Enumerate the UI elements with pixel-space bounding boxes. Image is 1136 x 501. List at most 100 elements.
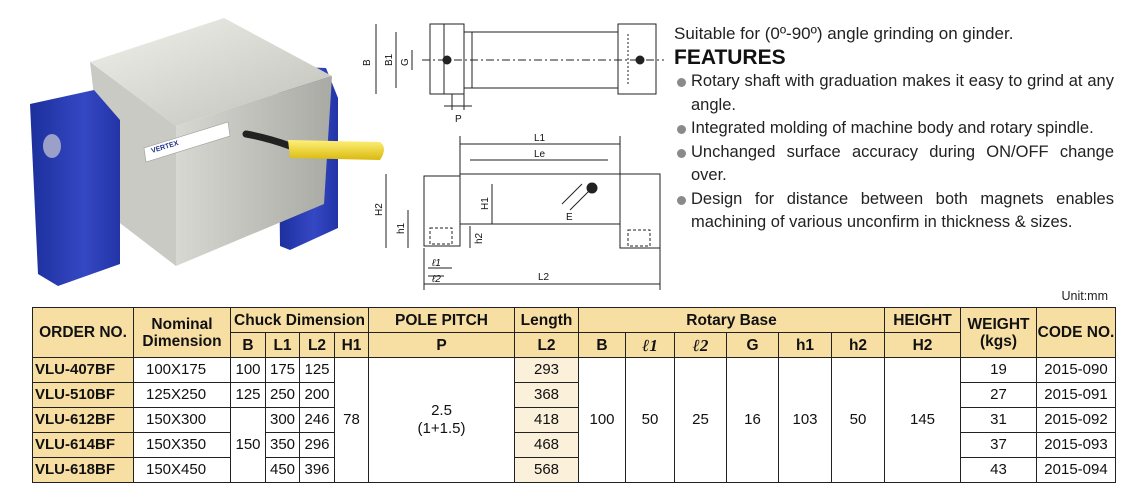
order-no-cell: VLU-407BF: [32, 357, 134, 383]
table-row: VLU-407BF 100X175 100 175 125 78 2.5(1+1…: [32, 357, 1116, 483]
nominal-cell: 150X300: [133, 407, 231, 433]
l2-cell: 396: [299, 457, 335, 483]
features-list: Rotary shaft with graduation makes it ea…: [674, 70, 1114, 235]
left-support: [30, 90, 120, 286]
l1-cell: 450: [265, 457, 300, 483]
technical-drawing: B B1 G P L1 Le H2 h1 H1 h2 ℓ1 ℓ2 L2 E: [362, 23, 664, 290]
header-length: Length: [514, 307, 579, 333]
label-P: P: [455, 114, 462, 125]
header-l2: ℓ2: [674, 332, 727, 358]
header-length-L2: L2: [514, 332, 579, 358]
bullet-icon: [677, 78, 686, 87]
label-Le: Le: [534, 149, 546, 160]
nominal-cell: 150X450: [133, 457, 231, 483]
label-h2: h2: [474, 232, 485, 244]
l1-merged-cell: 50: [625, 357, 675, 483]
label-l1: ℓ1: [431, 258, 441, 269]
header-weight: WEIGHT (kgs): [960, 307, 1037, 358]
header-G: G: [726, 332, 779, 358]
feature-item: Rotary shaft with graduation makes it ea…: [674, 70, 1114, 117]
header-code: CODE NO.: [1036, 307, 1116, 358]
label-B: B: [362, 59, 373, 66]
order-no-cell: VLU-612BF: [32, 407, 134, 433]
chuck-front-face: [176, 76, 332, 266]
h2-base-merged-cell: 50: [831, 357, 885, 483]
lever-handle: [288, 140, 384, 160]
code-cell: 2015-092: [1036, 407, 1116, 433]
features-block: Suitable for (0º-90º) angle grinding on …: [674, 22, 1114, 235]
lever-arm: [242, 130, 294, 150]
label-G: G: [400, 58, 411, 66]
order-no-cell: VLU-618BF: [32, 457, 134, 483]
header-B: B: [230, 332, 266, 358]
g-merged-cell: 16: [726, 357, 779, 483]
h1-merged-cell: 78: [334, 357, 369, 483]
label-L2: L2: [538, 272, 550, 283]
label-L1: L1: [534, 133, 546, 144]
header-order-no: ORDER NO.: [32, 307, 134, 358]
header-P: P: [368, 332, 515, 358]
header-rotary-base: Rotary Base: [578, 307, 885, 333]
b-cell: 100: [230, 357, 266, 383]
header-H2: H2: [884, 332, 961, 358]
length-cell: 368: [514, 382, 579, 408]
nominal-cell: 150X350: [133, 432, 231, 458]
length-cell: 418: [514, 407, 579, 433]
code-cell: 2015-093: [1036, 432, 1116, 458]
header-height: HEIGHT: [884, 307, 961, 333]
header-H1: H1: [334, 332, 369, 358]
pole-pitch-merged-cell: 2.5(1+1.5): [368, 357, 515, 483]
chuck-top-face: [90, 18, 332, 126]
weight-cell: 31: [960, 407, 1037, 433]
label-h1: h1: [396, 222, 407, 234]
l1-cell: 350: [265, 432, 300, 458]
bullet-icon: [677, 195, 686, 205]
feature-item: Unchanged surface accuracy during ON/OFF…: [674, 141, 1114, 188]
header-l1: ℓ1: [625, 332, 675, 358]
weight-cell: 37: [960, 432, 1037, 458]
b-cell: 125: [230, 382, 266, 408]
bullet-icon: [677, 125, 686, 134]
l2-cell: 200: [299, 382, 335, 408]
code-cell: 2015-090: [1036, 357, 1116, 383]
header-nominal: Nominal Dimension: [133, 307, 231, 358]
table-row: VLU-612BF 150X300 150 300 246 418 31 201…: [32, 407, 1116, 483]
label-E: E: [566, 212, 573, 223]
l2-cell: 246: [299, 407, 335, 433]
length-cell: 293: [514, 357, 579, 383]
l2-cell: 125: [299, 357, 335, 383]
nominal-cell: 125X250: [133, 382, 231, 408]
b-merged-cell: 150: [230, 407, 266, 483]
h1-base-merged-cell: 103: [778, 357, 832, 483]
brand-plate: [143, 121, 231, 163]
spec-table: ORDER NO. Nominal Dimension Chuck Dimens…: [32, 307, 1116, 483]
code-cell: 2015-091: [1036, 382, 1116, 408]
l1-cell: 300: [265, 407, 300, 433]
header-pole-pitch: POLE PITCH: [368, 307, 515, 333]
label-B1: B1: [384, 53, 395, 66]
nominal-cell: 100X175: [133, 357, 231, 383]
rotary-shaft-end: [43, 134, 61, 158]
feature-item: Design for distance between both magnets…: [674, 188, 1114, 235]
l1-cell: 175: [265, 357, 300, 383]
length-cell: 568: [514, 457, 579, 483]
label-l2: ℓ2: [431, 274, 441, 285]
header-h1: h1: [778, 332, 832, 358]
header-L2: L2: [299, 332, 335, 358]
code-cell: 2015-094: [1036, 457, 1116, 483]
weight-cell: 43: [960, 457, 1037, 483]
length-cell: 468: [514, 432, 579, 458]
label-H2: H2: [374, 203, 385, 216]
order-no-cell: VLU-510BF: [32, 382, 134, 408]
l2-merged-cell: 25: [674, 357, 727, 483]
intro-text: Suitable for (0º-90º) angle grinding on …: [674, 24, 1014, 43]
features-title: FEATURES: [674, 46, 786, 69]
table-row: VLU-510BF 125X250 125 250 200 368 27 201…: [32, 382, 1116, 408]
header-chuck: Chuck Dimension: [230, 307, 369, 333]
feature-item: Integrated molding of machine body and r…: [674, 117, 1114, 141]
l1-cell: 250: [265, 382, 300, 408]
unit-label: Unit:mm: [1061, 289, 1108, 303]
height-merged-cell: 145: [884, 357, 961, 483]
product-image: VERTEX: [30, 18, 384, 286]
label-H1: H1: [480, 197, 491, 210]
